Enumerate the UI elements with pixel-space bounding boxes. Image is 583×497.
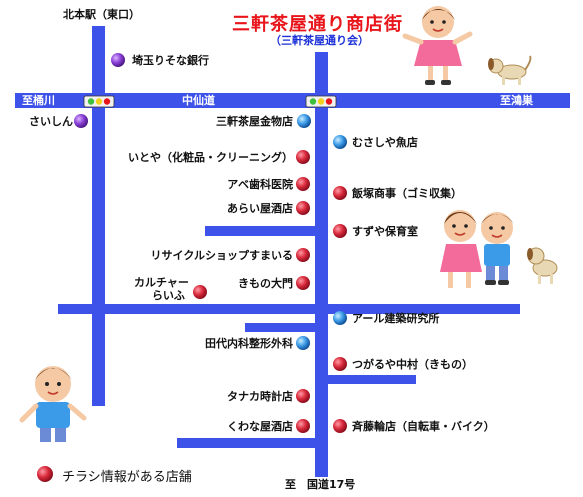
label-tashiro: 田代内科整形外科 [205, 337, 293, 350]
kids-pair-illustration [440, 210, 514, 288]
label-route17: 至 国道17号 [285, 478, 356, 491]
label-itoya: いとや（化粧品・クリーニング） [128, 151, 293, 164]
label-culture-line1: カルチャー [134, 276, 189, 289]
road-side-3 [328, 304, 520, 314]
label-to-okegawa: 至桶川 [22, 94, 55, 107]
marker-abe-shika[interactable] [296, 177, 310, 191]
road-side-2 [58, 304, 315, 314]
label-arai-saketen: あらい屋酒店 [227, 202, 293, 215]
label-kuwanaya: くわな屋酒店 [227, 420, 293, 433]
girl-illustration [402, 6, 473, 85]
marker-aaru[interactable] [333, 311, 347, 325]
marker-kimono-omon[interactable] [296, 276, 310, 290]
label-culture-line2: らいふ [151, 289, 185, 302]
dog-illustration-right [527, 247, 558, 284]
label-kitamoto-station: 北本駅（東口） [63, 8, 140, 21]
marker-saishin[interactable] [74, 114, 88, 128]
label-saitama-resona: 埼玉りそな銀行 [132, 54, 209, 67]
road-north-street [92, 26, 105, 406]
marker-saitama-resona[interactable] [111, 53, 125, 67]
label-abe-shika: アベ歯科医院 [227, 178, 293, 191]
marker-tashiro[interactable] [296, 336, 310, 350]
label-sangen-kanamono: 三軒茶屋金物店 [216, 115, 293, 128]
roads [15, 26, 570, 477]
label-suzuya: すずや保育室 [352, 225, 418, 238]
label-recycle: リサイクルショップすまいる [150, 249, 293, 262]
label-musashiya: むさしや魚店 [352, 136, 418, 149]
label-tanaka: タナカ時計店 [227, 390, 293, 403]
label-aaru: アール建築研究所 [352, 312, 440, 325]
marker-itoya[interactable] [296, 150, 310, 164]
traffic-light-west [83, 95, 115, 108]
road-side-1 [205, 226, 315, 236]
road-side-5 [328, 375, 416, 384]
map-subtitle: （三軒茶屋通り会） [270, 34, 369, 47]
road-side-4 [245, 323, 315, 332]
label-to-konosu: 至鴻巣 [500, 94, 533, 107]
label-saito: 斉藤輪店（自転車・バイク） [352, 420, 495, 433]
label-saishin: さいしん [29, 115, 73, 128]
marker-sangen-kanamono[interactable] [297, 114, 311, 128]
boy-illustration [19, 366, 87, 442]
label-tsugaruya: つがるや中村（きもの） [352, 358, 473, 371]
marker-arai-saketen[interactable] [296, 201, 310, 215]
traffic-light-east [305, 95, 337, 108]
marker-iizuka[interactable] [333, 186, 347, 200]
marker-saito[interactable] [333, 419, 347, 433]
label-kimono-omon: きもの大門 [238, 277, 293, 290]
legend-flyer-stores: チラシ情報がある店舗 [62, 470, 192, 485]
marker-culture-life[interactable] [193, 285, 207, 299]
store-markers [37, 53, 347, 482]
dog-illustration-top [488, 55, 532, 85]
map-title: 三軒茶屋通り商店街 [232, 14, 403, 35]
marker-kuwanaya[interactable] [296, 419, 310, 433]
marker-legend [37, 466, 53, 482]
marker-tsugaruya[interactable] [333, 357, 347, 371]
marker-musashiya[interactable] [333, 135, 347, 149]
marker-suzuya[interactable] [333, 224, 347, 238]
road-nakasendo [15, 93, 570, 108]
label-nakasendo: 中仙道 [182, 94, 215, 107]
label-iizuka: 飯塚商事（ゴミ収集） [352, 187, 462, 200]
road-sangenjaya-street [315, 52, 328, 477]
road-side-6 [177, 438, 315, 448]
label-culture-life: カルチャー らいふ [134, 276, 189, 302]
marker-recycle[interactable] [296, 248, 310, 262]
marker-tanaka[interactable] [296, 389, 310, 403]
